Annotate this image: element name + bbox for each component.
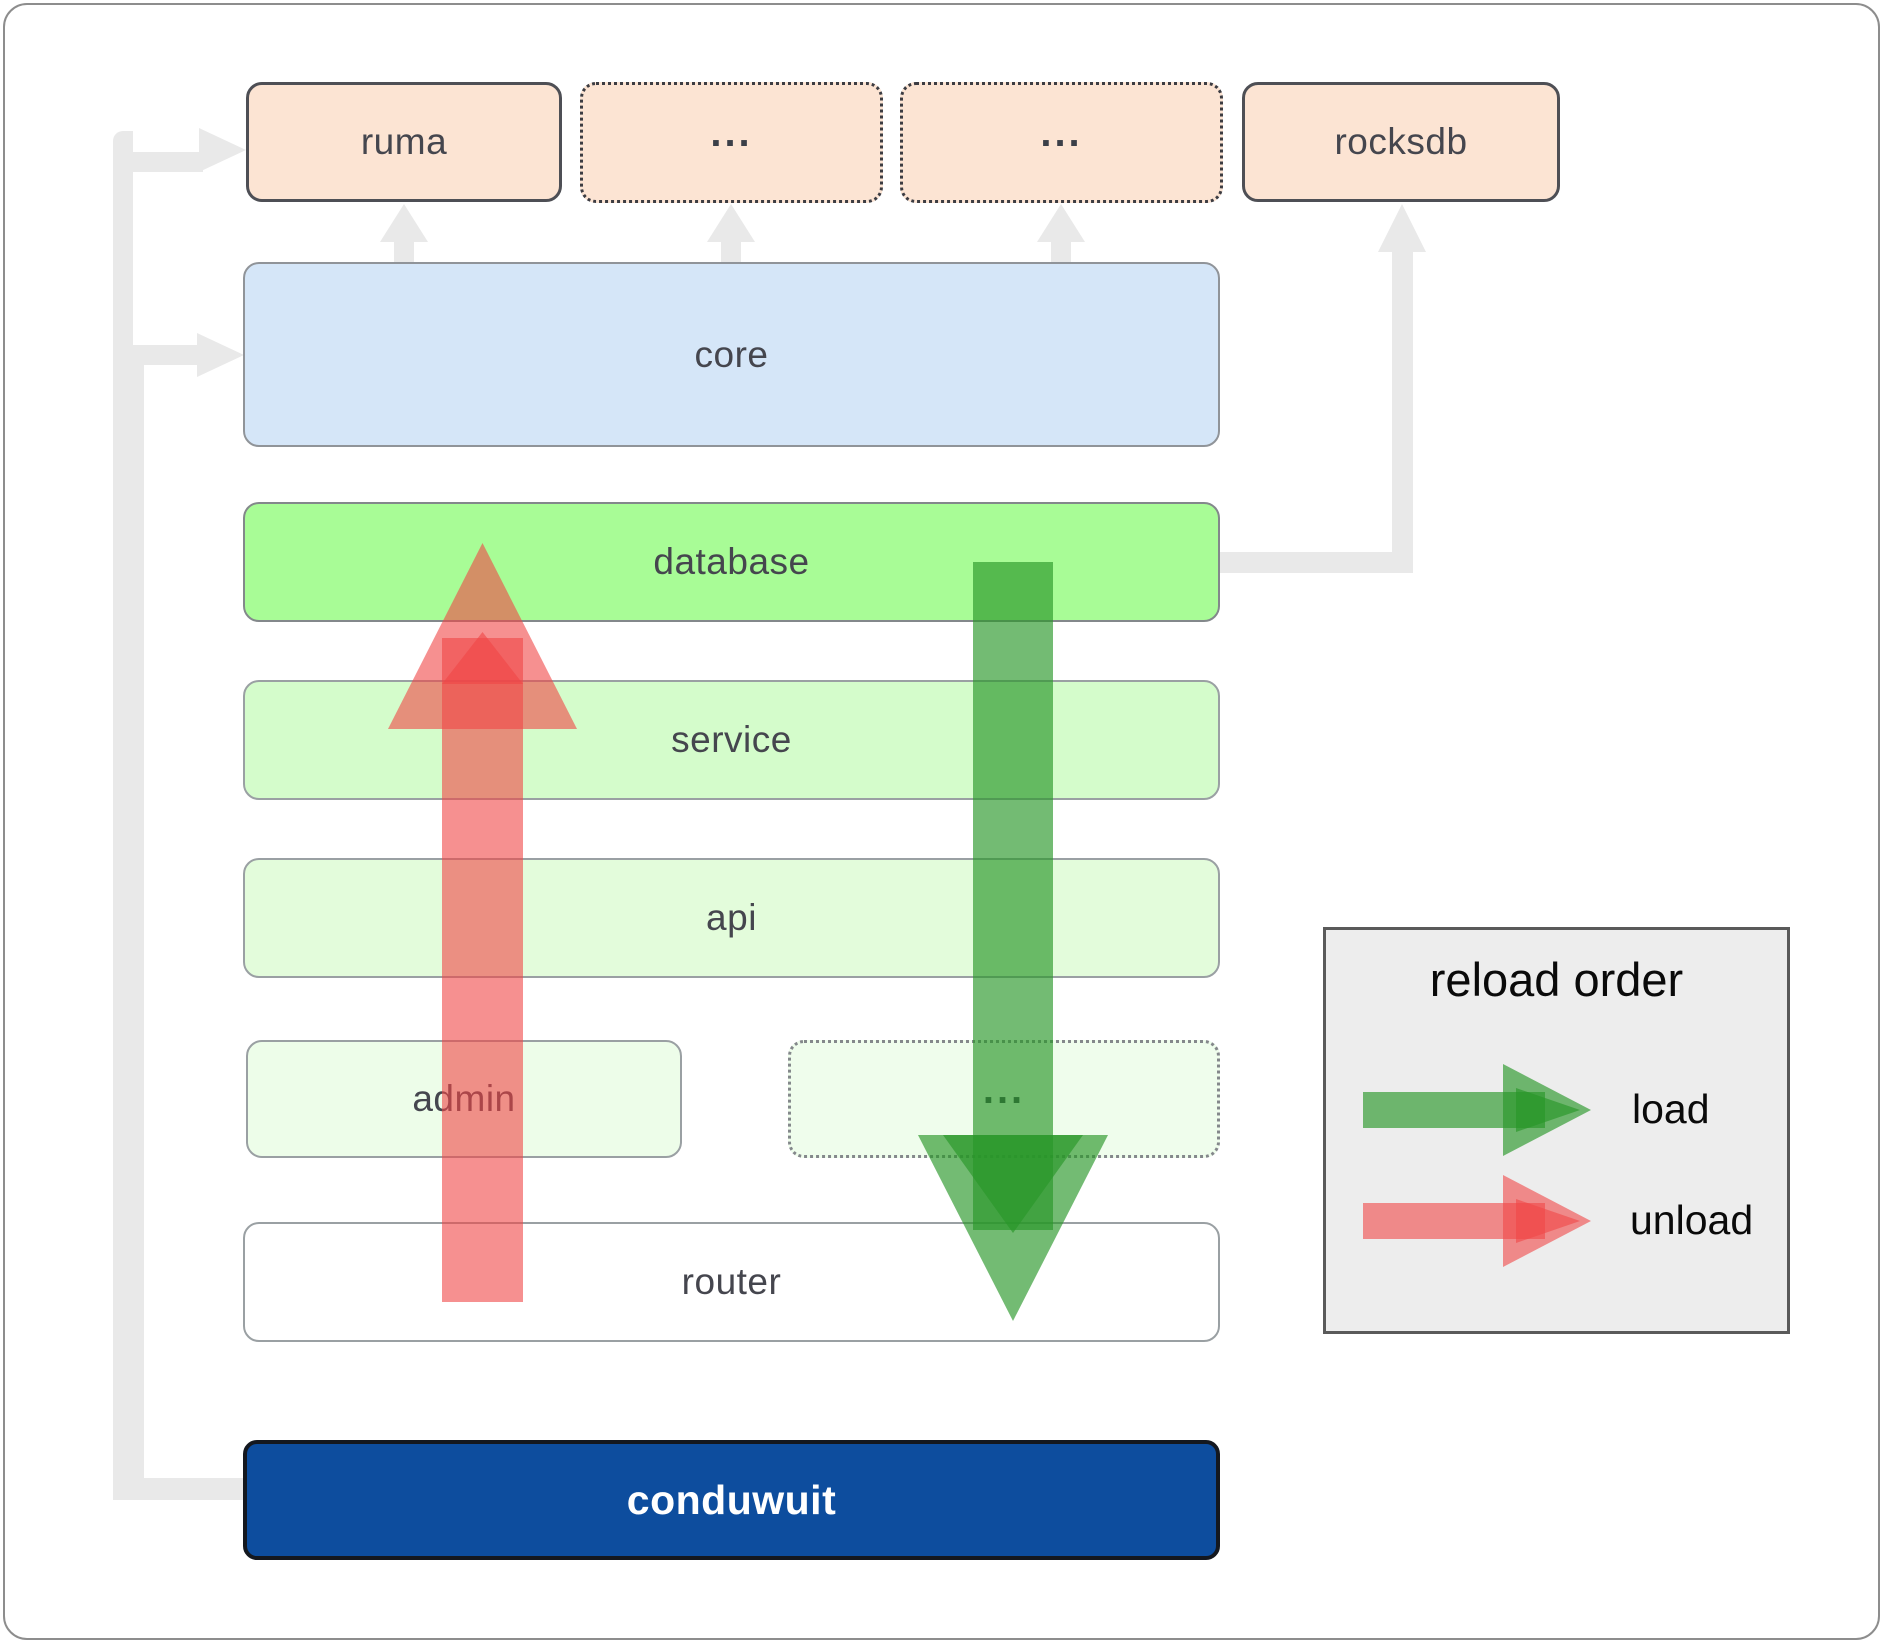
box-service: service <box>243 680 1220 800</box>
box-ruma: ruma <box>246 82 562 202</box>
connector-database-to-rocksdb-horizontal <box>1220 552 1413 573</box>
arrowhead-up-ruma-icon <box>380 204 428 242</box>
arrowhead-into-ruma-icon <box>199 128 246 172</box>
legend-unload-label: unload <box>1630 1197 1754 1243</box>
box-ellipsis-top-2: ... <box>900 82 1223 203</box>
box-ellipsis-top-2-label: ... <box>1040 111 1083 155</box>
box-rocksdb: rocksdb <box>1242 82 1560 202</box>
box-core: core <box>243 262 1220 447</box>
arrowhead-into-rocksdb-icon <box>1378 204 1426 252</box>
box-conduwuit-label: conduwuit <box>626 1476 837 1523</box>
connector-conduwuit-to-core-vertical <box>124 345 144 1500</box>
box-ellipsis-top-1: ... <box>580 82 883 203</box>
box-router-label: router <box>681 1261 782 1302</box>
arrowhead-into-core-icon <box>197 333 244 377</box>
box-database-label: database <box>653 541 810 582</box>
box-service-label: service <box>671 719 792 760</box>
arrowhead-up-dots-b-icon <box>1037 204 1085 242</box>
legend-title: reload order <box>1429 953 1684 1006</box>
connector-core-to-ruma <box>394 238 414 264</box>
unload-arrow-shaft <box>442 638 523 1302</box>
load-arrow-shaft <box>973 562 1053 1230</box>
box-api: api <box>243 858 1220 978</box>
legend-load-label: load <box>1632 1086 1710 1132</box>
box-ellipsis-top-1-label: ... <box>710 111 753 155</box>
box-core-label: core <box>694 333 769 375</box>
connector-to-ruma-horizontal <box>113 152 203 172</box>
connector-to-core-horizontal <box>124 345 198 365</box>
connector-core-to-dots-b <box>1051 238 1071 264</box>
box-database: database <box>243 502 1220 622</box>
arrowhead-up-dots-a-icon <box>707 204 755 242</box>
legend <box>1323 927 1790 1334</box>
box-conduwuit: conduwuit <box>243 1440 1220 1560</box>
box-router: router <box>243 1222 1220 1342</box>
box-api-label: api <box>706 897 757 938</box>
connector-database-to-rocksdb-vertical <box>1392 250 1413 565</box>
page-border <box>3 3 1880 1640</box>
connector-conduwuit-horizontal <box>113 1478 246 1500</box>
box-rocksdb-label: rocksdb <box>1334 121 1468 162</box>
box-ruma-label: ruma <box>360 121 448 162</box>
connector-core-to-dots-a <box>721 238 741 264</box>
